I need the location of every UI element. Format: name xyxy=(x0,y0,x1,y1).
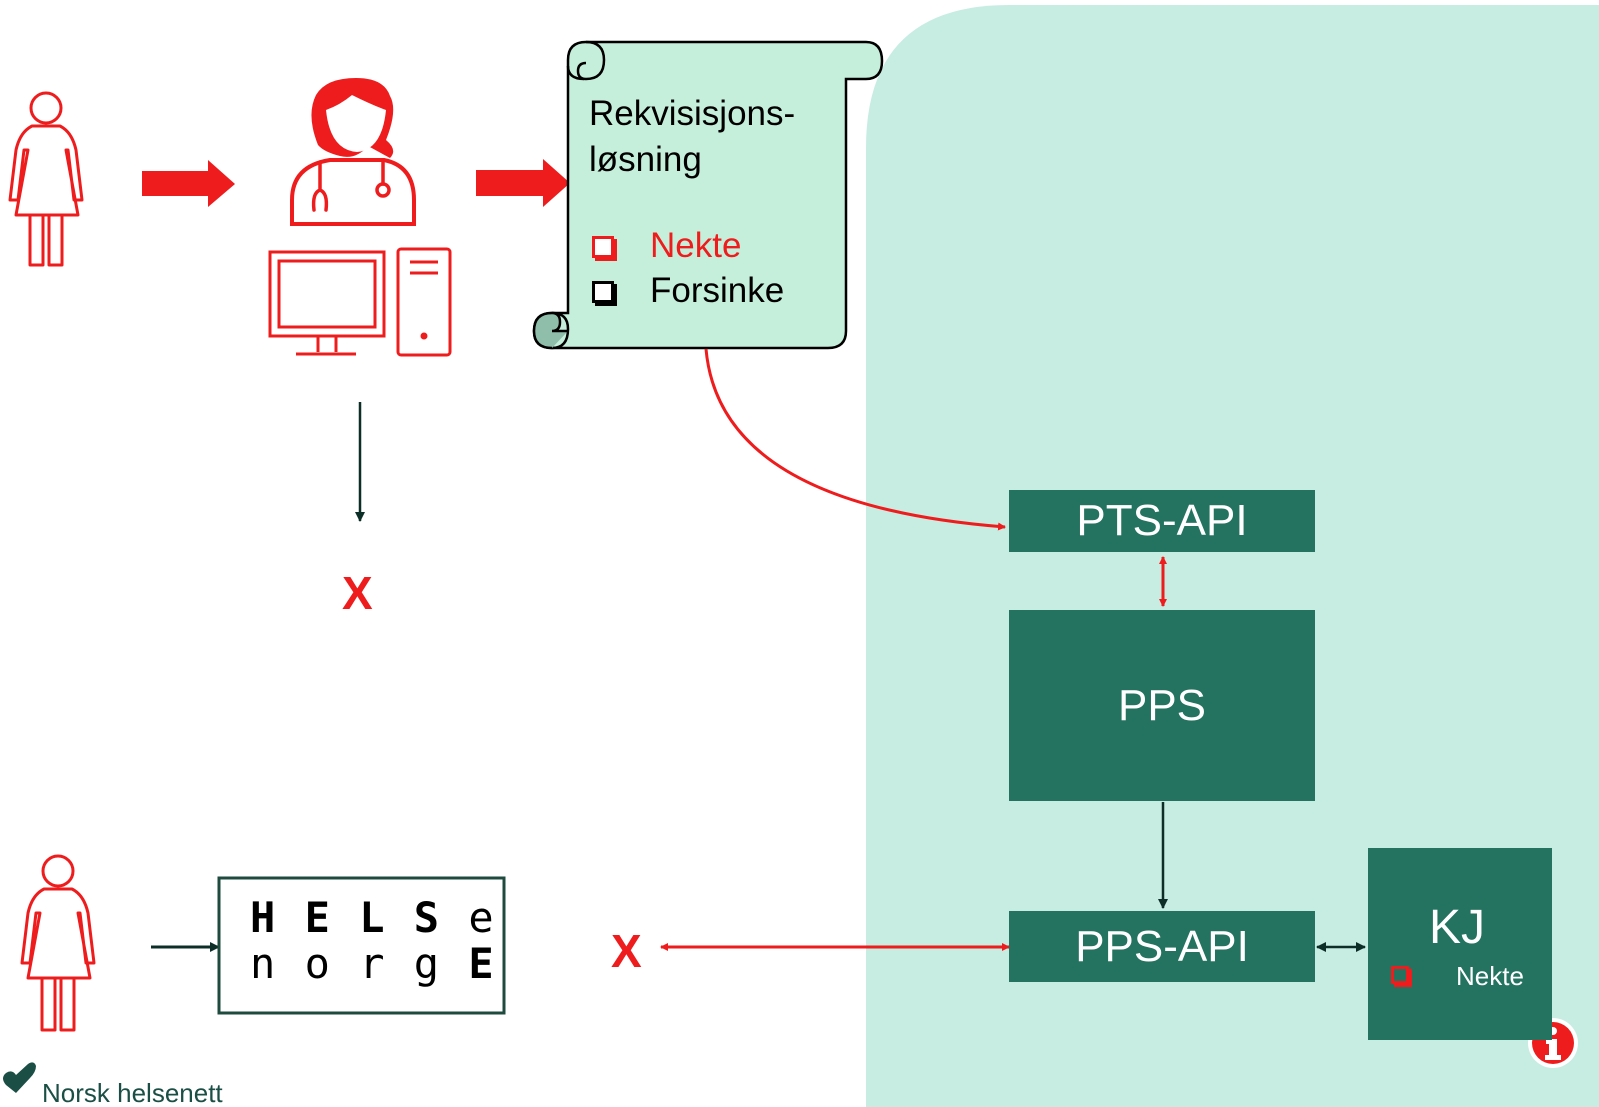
pts-api-box: PTS-API xyxy=(1009,490,1315,552)
kj-option-checkbox xyxy=(1391,966,1409,984)
option-checkbox-nekte xyxy=(592,236,614,258)
logo-letter: e xyxy=(468,893,496,942)
logo-letter: S xyxy=(413,893,442,942)
logo-letter: n xyxy=(250,939,278,988)
scroll-title-line2: løsning xyxy=(589,140,702,179)
logo-letter: r xyxy=(359,939,387,988)
x-marker-top: X xyxy=(342,567,373,619)
kj-option-label: Nekte xyxy=(1456,961,1524,991)
scroll-title-line1: Rekvisisjons- xyxy=(589,94,796,133)
connector-scroll-pts xyxy=(704,348,1006,531)
person-icon xyxy=(8,91,84,267)
logo-letter: H xyxy=(250,893,278,942)
footer-brand: Norsk helsenett xyxy=(42,1078,223,1107)
pps-box: PPS xyxy=(1009,610,1315,801)
helsenorge-logo: H E L S e n o r g E xyxy=(250,895,496,987)
logo-letter: g xyxy=(413,939,442,988)
pps-api-label: PPS-API xyxy=(1075,921,1249,971)
logo-letter: o xyxy=(304,939,332,988)
option-label-nekte: Nekte xyxy=(650,226,742,265)
scroll-icon xyxy=(532,40,884,350)
option-checkbox-forsinke xyxy=(592,281,614,303)
logo-letter: L xyxy=(359,893,387,942)
logo-letter: E xyxy=(468,939,496,988)
logo-letter: E xyxy=(304,893,332,942)
heart-logo-icon xyxy=(3,1062,36,1093)
doctor-icon xyxy=(290,78,416,226)
x-marker-bottom: X xyxy=(611,925,642,977)
helsenorge-row1: H E L S e xyxy=(250,895,496,941)
arrow-right-icon xyxy=(476,159,570,207)
pps-api-box: PPS-API xyxy=(1009,911,1315,982)
helsenorge-logo-frame xyxy=(217,876,506,1015)
kj-label: KJ xyxy=(1429,901,1486,954)
option-label-forsinke: Forsinke xyxy=(650,271,785,310)
helsenorge-row2: n o r g E xyxy=(250,941,496,987)
pps-label: PPS xyxy=(1117,680,1207,730)
kj-box: KJ Nekte xyxy=(1368,848,1552,1040)
platform-panel xyxy=(866,5,1599,1107)
person-icon xyxy=(20,854,96,1032)
pts-api-label: PTS-API xyxy=(1076,496,1248,545)
arrow-right-icon xyxy=(142,160,235,207)
computer-icon xyxy=(268,247,452,357)
